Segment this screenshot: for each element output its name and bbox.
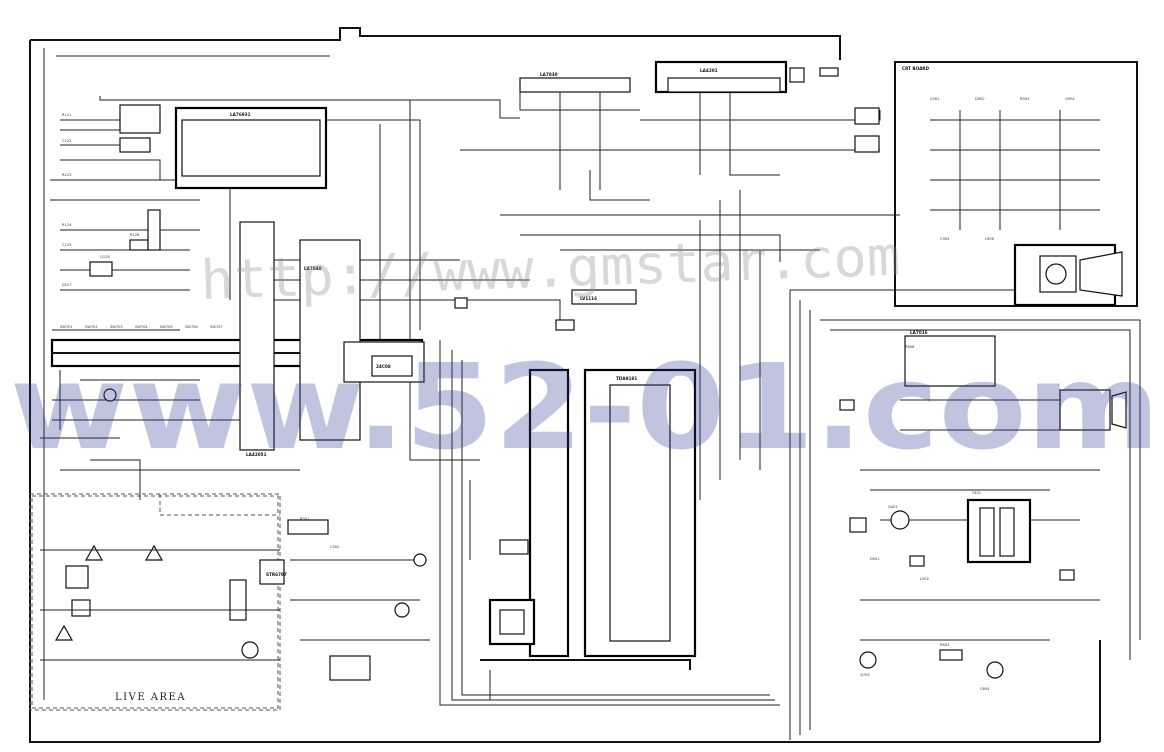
ic-labels: LA7830 LA4201 LA76931 LA7840 TDA9181 LA4… — [230, 66, 930, 577]
label-r903: R903 — [1020, 97, 1029, 101]
label-r301: R301 — [300, 517, 309, 521]
label-u10: STR6707 — [266, 572, 287, 577]
label-r124: R124 — [62, 223, 72, 227]
label-sw706: SW706 — [185, 325, 198, 329]
label-l906: L906 — [985, 237, 995, 241]
live-area-label: LIVE AREA — [115, 692, 186, 703]
label-c122: C122 — [62, 139, 71, 143]
label-sw705: SW705 — [160, 325, 173, 329]
label-c905: C905 — [940, 237, 949, 241]
label-q126: Q126 — [100, 255, 110, 259]
label-sw701: SW701 — [60, 325, 73, 329]
label-sw702: SW702 — [85, 325, 98, 329]
label-u3: LA76931 — [230, 112, 251, 117]
frame-wires — [29, 27, 1141, 743]
watermark-site: www.52-01.com — [10, 338, 1160, 476]
label-c302: C302 — [330, 545, 339, 549]
watermark-url: http://www.gmstar.com — [199, 225, 901, 312]
label-c901: C901 — [930, 97, 939, 101]
label-q705: Q705 — [860, 673, 870, 677]
label-d501: D501 — [870, 557, 880, 561]
label-u6: LA42051 — [246, 452, 267, 457]
vertical-output — [839, 335, 1127, 431]
label-q904: Q904 — [1065, 97, 1075, 101]
label-u7: LA7016 — [910, 330, 928, 335]
label-u4: LA7840 — [304, 266, 322, 271]
label-r121: R121 — [62, 113, 71, 117]
label-l502: L502 — [920, 577, 929, 581]
label-r128: R128 — [130, 233, 140, 237]
component-labels: SW701 SW702 SW703 SW704 SW705 SW706 SW70… — [60, 97, 1075, 691]
label-u5: TDA9181 — [616, 376, 637, 381]
label-d902: D902 — [975, 97, 985, 101]
label-sw707: SW707 — [210, 325, 223, 329]
label-c125: C125 — [62, 243, 71, 247]
label-c604: C604 — [980, 687, 990, 691]
crt-board — [894, 61, 1138, 307]
live-area — [29, 493, 430, 711]
label-t401: T401 — [971, 491, 981, 495]
label-u2: LA4201 — [700, 68, 718, 73]
label-sw704: SW704 — [135, 325, 148, 329]
ic-jungle — [454, 289, 697, 700]
flyback-section — [849, 498, 1075, 679]
label-sw703: SW703 — [110, 325, 123, 329]
ic-main-processor — [174, 106, 425, 451]
label-r123: R123 — [62, 173, 71, 177]
label-d127: D127 — [62, 283, 72, 287]
label-u9: LV1116 — [580, 296, 597, 301]
ic-audio — [519, 60, 881, 190]
input-section — [50, 104, 200, 291]
label-q401: Q401 — [888, 505, 898, 509]
label-u8: 24C08 — [376, 364, 391, 369]
label-u1: LA7830 — [540, 72, 558, 77]
label-r806: R806 — [905, 345, 915, 349]
crt-board-label: CRT BOARD — [902, 66, 930, 71]
label-r603: R603 — [940, 643, 949, 647]
